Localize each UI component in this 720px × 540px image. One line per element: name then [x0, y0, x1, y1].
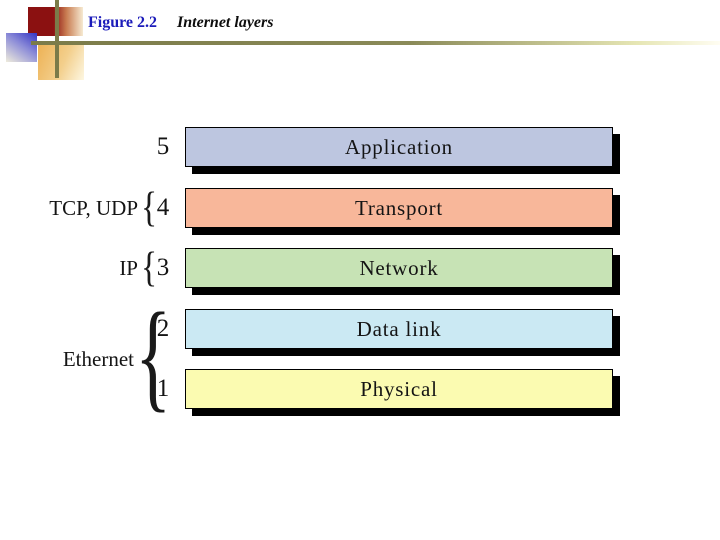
layer-number-2: 2	[156, 315, 170, 342]
layer-box-physical: Physical	[185, 369, 613, 409]
layer-number-5: 5	[156, 133, 170, 160]
layer-label-application: Application	[345, 134, 453, 159]
layer-label-physical: Physical	[360, 376, 438, 401]
brace-icon-ethernet: {	[135, 288, 172, 423]
layer-box-transport: Transport	[185, 188, 613, 228]
figure-title: Internet layers	[177, 14, 274, 31]
figure-label: Figure 2.2	[88, 14, 158, 31]
annotation-ip: IP	[119, 256, 138, 280]
layer-label-transport: Transport	[354, 195, 444, 220]
annotation-tcp-udp: TCP, UDP	[49, 196, 138, 220]
decoration-blue-square	[6, 33, 37, 62]
brace-icon-transport: {	[141, 185, 158, 231]
vertical-rule	[55, 0, 59, 78]
decoration-orange-square	[38, 44, 84, 80]
layer-number-4: 4	[156, 194, 170, 221]
slide-title: Figure 2.2 Internet layers	[88, 13, 273, 33]
horizontal-rule	[31, 41, 720, 45]
layer-number-3: 3	[156, 254, 170, 281]
layer-box-application: Application	[185, 127, 613, 167]
layer-label-network: Network	[359, 255, 439, 280]
annotation-ethernet: Ethernet	[62, 347, 134, 371]
layer-label-data-link: Data link	[356, 316, 442, 341]
layer-box-data-link: Data link	[185, 309, 613, 349]
layer-box-network: Network	[185, 248, 613, 288]
layer-number-1: 1	[156, 375, 170, 402]
brace-icon-network: {	[141, 245, 158, 291]
